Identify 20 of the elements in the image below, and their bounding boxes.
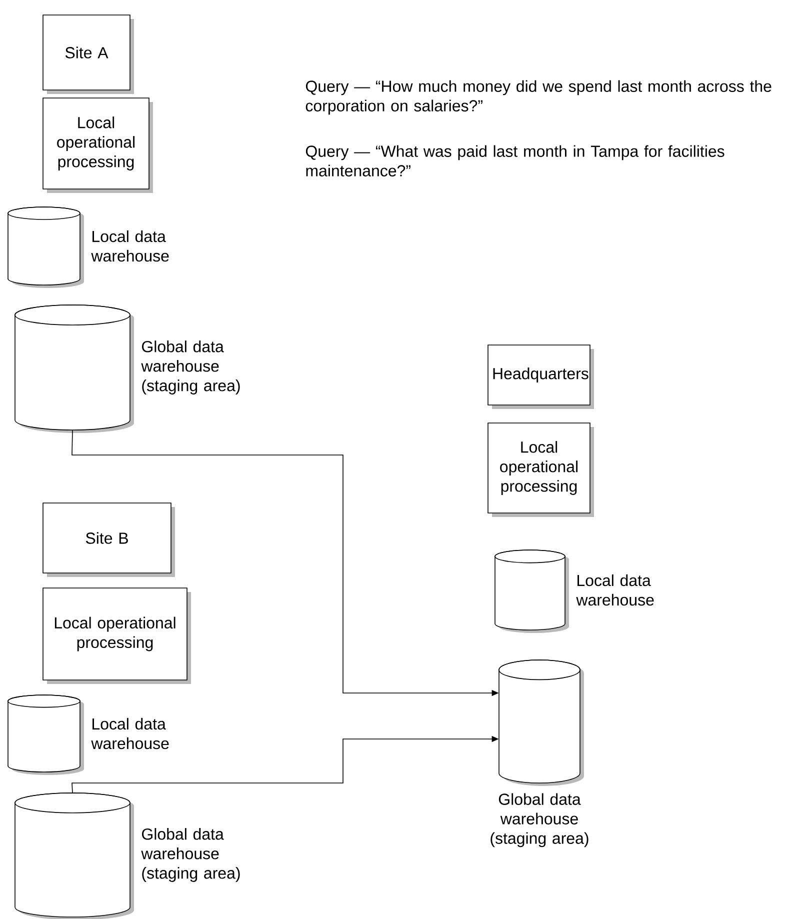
query-note: Query — “What was paid last month in Tampa for facilities maintenance?” <box>306 145 724 176</box>
process-box: Local operational processing <box>42 98 153 193</box>
process-box: Headquarters <box>488 344 594 409</box>
process-box: Local operational processing <box>488 422 594 517</box>
database-cylinder <box>14 792 134 919</box>
database-label: Global data warehouse (staging area) <box>490 793 588 848</box>
database-cylinder <box>8 206 84 288</box>
database-label: Global data warehouse (staging area) <box>141 340 240 394</box>
database-label: Local data warehouse <box>576 574 654 606</box>
database-cylinder <box>14 304 134 433</box>
query-note: Query — “How much money did we spend last month across the corporation on salaries?” <box>306 80 772 115</box>
process-box: Site A <box>42 14 134 94</box>
database-cylinder <box>8 694 84 775</box>
database-cylinder <box>498 660 584 786</box>
database-cylinder <box>494 550 569 633</box>
database-label: Global data warehouse (staging area) <box>141 828 240 882</box>
process-box: Local operational processing <box>42 588 191 684</box>
database-label: Local data warehouse <box>91 230 169 262</box>
database-label: Local data warehouse <box>91 718 169 750</box>
process-box: Site B <box>42 502 175 577</box>
